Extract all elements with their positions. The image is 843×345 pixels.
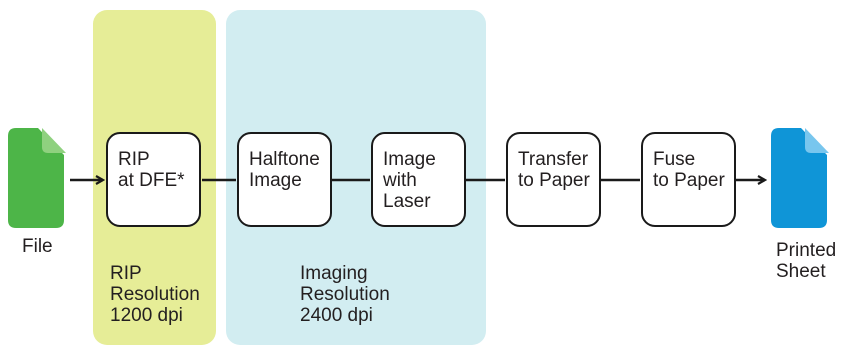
step-rip-at-dfe: RIP at DFE* xyxy=(106,132,201,227)
imaging-resolution-caption: Imaging Resolution 2400 dpi xyxy=(300,263,390,326)
rip-resolution-caption: RIP Resolution 1200 dpi xyxy=(110,263,200,326)
imaging-caption-line: 2400 dpi xyxy=(300,305,373,326)
step-label-line: to Paper xyxy=(518,170,590,191)
file-label: File xyxy=(22,236,53,257)
step-image-with-laser: Image with Laser xyxy=(371,132,466,227)
step-label-line: Halftone xyxy=(249,149,320,170)
file-document-icon xyxy=(8,128,66,228)
step-label-line: Laser xyxy=(383,191,431,212)
step-label-line: with xyxy=(383,170,417,191)
step-label-line: Image xyxy=(249,170,302,191)
printed-sheet-label-line: Sheet xyxy=(776,261,826,282)
printed-sheet-label-line: Printed xyxy=(776,240,837,261)
step-transfer-to-paper: Transfer to Paper xyxy=(506,132,601,227)
imaging-caption-line: Imaging xyxy=(300,263,368,284)
step-label-line: RIP xyxy=(118,149,150,170)
imaging-caption-line: Resolution xyxy=(300,284,390,305)
step-fuse-to-paper: Fuse to Paper xyxy=(641,132,736,227)
step-label-line: Fuse xyxy=(653,149,696,170)
rip-caption-line: Resolution xyxy=(110,284,200,305)
step-halftone-image: Halftone Image xyxy=(237,132,332,227)
rip-caption-line: 1200 dpi xyxy=(110,305,183,326)
step-label-line: Image xyxy=(383,149,436,170)
printed-sheet-document-icon xyxy=(771,128,829,228)
step-label-line: Transfer xyxy=(518,149,589,170)
step-label-line: at DFE* xyxy=(118,170,185,191)
step-label-line: to Paper xyxy=(653,170,725,191)
rip-caption-line: RIP xyxy=(110,263,142,284)
printed-sheet-label: Printed Sheet xyxy=(776,240,836,282)
